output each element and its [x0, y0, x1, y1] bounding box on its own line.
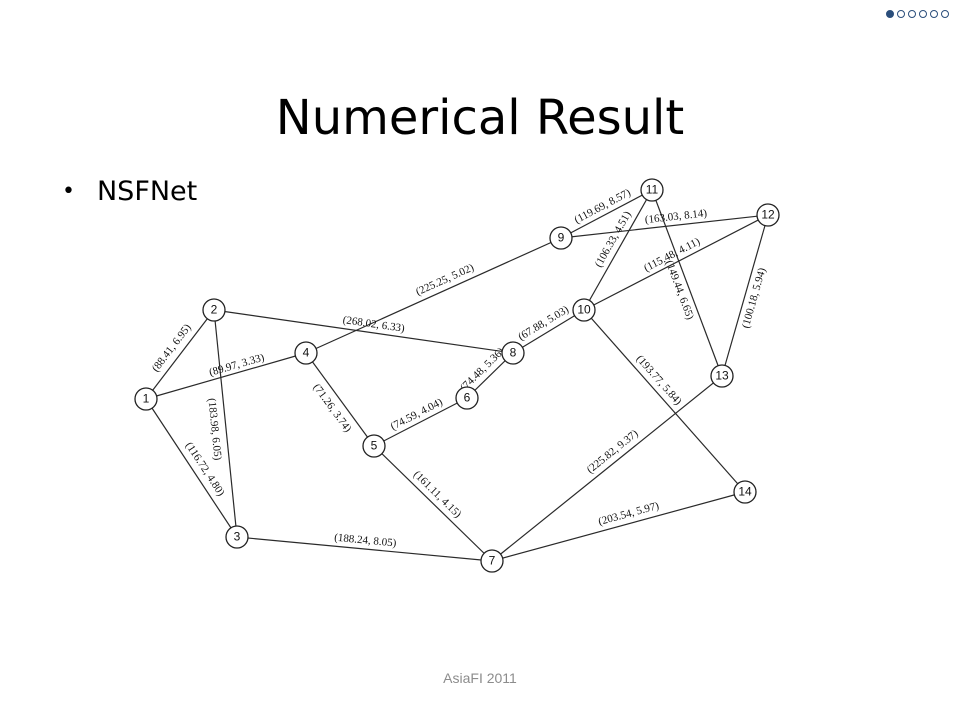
- node-label: 6: [464, 391, 471, 405]
- node-9: 9: [549, 226, 573, 250]
- node-circle: [501, 341, 525, 365]
- node-label: 14: [738, 485, 752, 499]
- edge-2-8: [213, 309, 514, 354]
- edge-label-11-13: (149.44, 6.65): [663, 259, 696, 322]
- node-13: 13: [710, 364, 734, 388]
- node-label: 2: [211, 303, 218, 317]
- node-circle: [756, 203, 780, 227]
- edge-7-13: [491, 375, 723, 562]
- edge-5-7: [373, 445, 493, 562]
- edge-8-10: [512, 309, 585, 354]
- node-circle: [549, 226, 573, 250]
- node-12: 12: [756, 203, 780, 227]
- edge-5-6: [373, 397, 468, 447]
- edge-10-11: [583, 189, 653, 311]
- progress-dot[interactable]: [941, 10, 949, 18]
- edge-7-14: [491, 491, 746, 562]
- edge-label-3-7: (188.24, 8.05): [334, 532, 398, 550]
- node-circle: [362, 434, 386, 458]
- node-11: 11: [640, 178, 664, 202]
- node-label: 7: [489, 554, 496, 568]
- node-1: 1: [134, 387, 158, 411]
- node-label: 10: [577, 303, 591, 317]
- node-3: 3: [225, 525, 249, 549]
- edge-4-5: [305, 352, 375, 447]
- node-7: 7: [480, 549, 504, 573]
- node-label: 13: [715, 369, 729, 383]
- edge-2-3: [213, 309, 238, 538]
- edge-label-7-13: (225.82, 9.37): [585, 427, 641, 476]
- edge-label-5-7: (161.11, 4.15): [411, 469, 464, 521]
- progress-dot[interactable]: [886, 10, 894, 18]
- slide-title: Numerical Result: [275, 90, 685, 147]
- edge-label-10-14: (193.77, 5.84): [634, 353, 685, 408]
- progress-dot[interactable]: [930, 10, 938, 18]
- node-2: 2: [202, 298, 226, 322]
- bullet-text: NSFNet: [96, 176, 198, 207]
- edge-10-14: [583, 309, 746, 493]
- edge-label-1-2: (88.41, 6.95): [150, 322, 194, 375]
- edge-9-11: [560, 189, 653, 239]
- node-4: 4: [294, 341, 318, 365]
- node-label: 5: [371, 439, 378, 453]
- edge-11-13: [651, 189, 723, 377]
- edge-1-3: [145, 398, 238, 538]
- node-label: 12: [761, 208, 775, 222]
- edge-label-2-8: (268.02, 6.33): [342, 314, 406, 335]
- node-circle: [225, 525, 249, 549]
- node-circle: [572, 298, 596, 322]
- edge-4-9: [305, 237, 562, 354]
- node-5: 5: [362, 434, 386, 458]
- node-circle: [480, 549, 504, 573]
- node-label: 11: [646, 183, 659, 197]
- node-8: 8: [501, 341, 525, 365]
- node-circle: [733, 480, 757, 504]
- node-14: 14: [733, 480, 757, 504]
- node-6: 6: [455, 386, 479, 410]
- node-circle: [134, 387, 158, 411]
- edge-1-2: [145, 309, 215, 400]
- edge-1-4: [145, 352, 307, 400]
- node-circle: [294, 341, 318, 365]
- edge-label-2-3: (183.98, 6.05): [205, 398, 223, 462]
- edge-10-12: [583, 214, 769, 311]
- slide-footer: AsiaFI 2011: [443, 670, 517, 686]
- node-label: 9: [558, 231, 565, 245]
- node-label: 8: [510, 346, 517, 360]
- node-circle: [640, 178, 664, 202]
- edge-12-13: [721, 214, 769, 377]
- node-label: 1: [143, 392, 150, 406]
- bullet-item: • NSFNet: [62, 176, 197, 207]
- edge-9-12: [560, 214, 769, 239]
- edge-3-7: [236, 536, 493, 562]
- node-circle: [710, 364, 734, 388]
- bullet-dot-icon: •: [62, 179, 75, 204]
- progress-dot[interactable]: [897, 10, 905, 18]
- progress-dot[interactable]: [908, 10, 916, 18]
- node-circle: [455, 386, 479, 410]
- progress-dot[interactable]: [919, 10, 927, 18]
- edge-label-1-4: (89.97, 3.33): [208, 351, 266, 378]
- node-circle: [202, 298, 226, 322]
- node-10: 10: [572, 298, 596, 322]
- node-label: 3: [234, 530, 241, 544]
- slide-progress-indicator: [886, 10, 949, 18]
- node-label: 4: [303, 346, 310, 360]
